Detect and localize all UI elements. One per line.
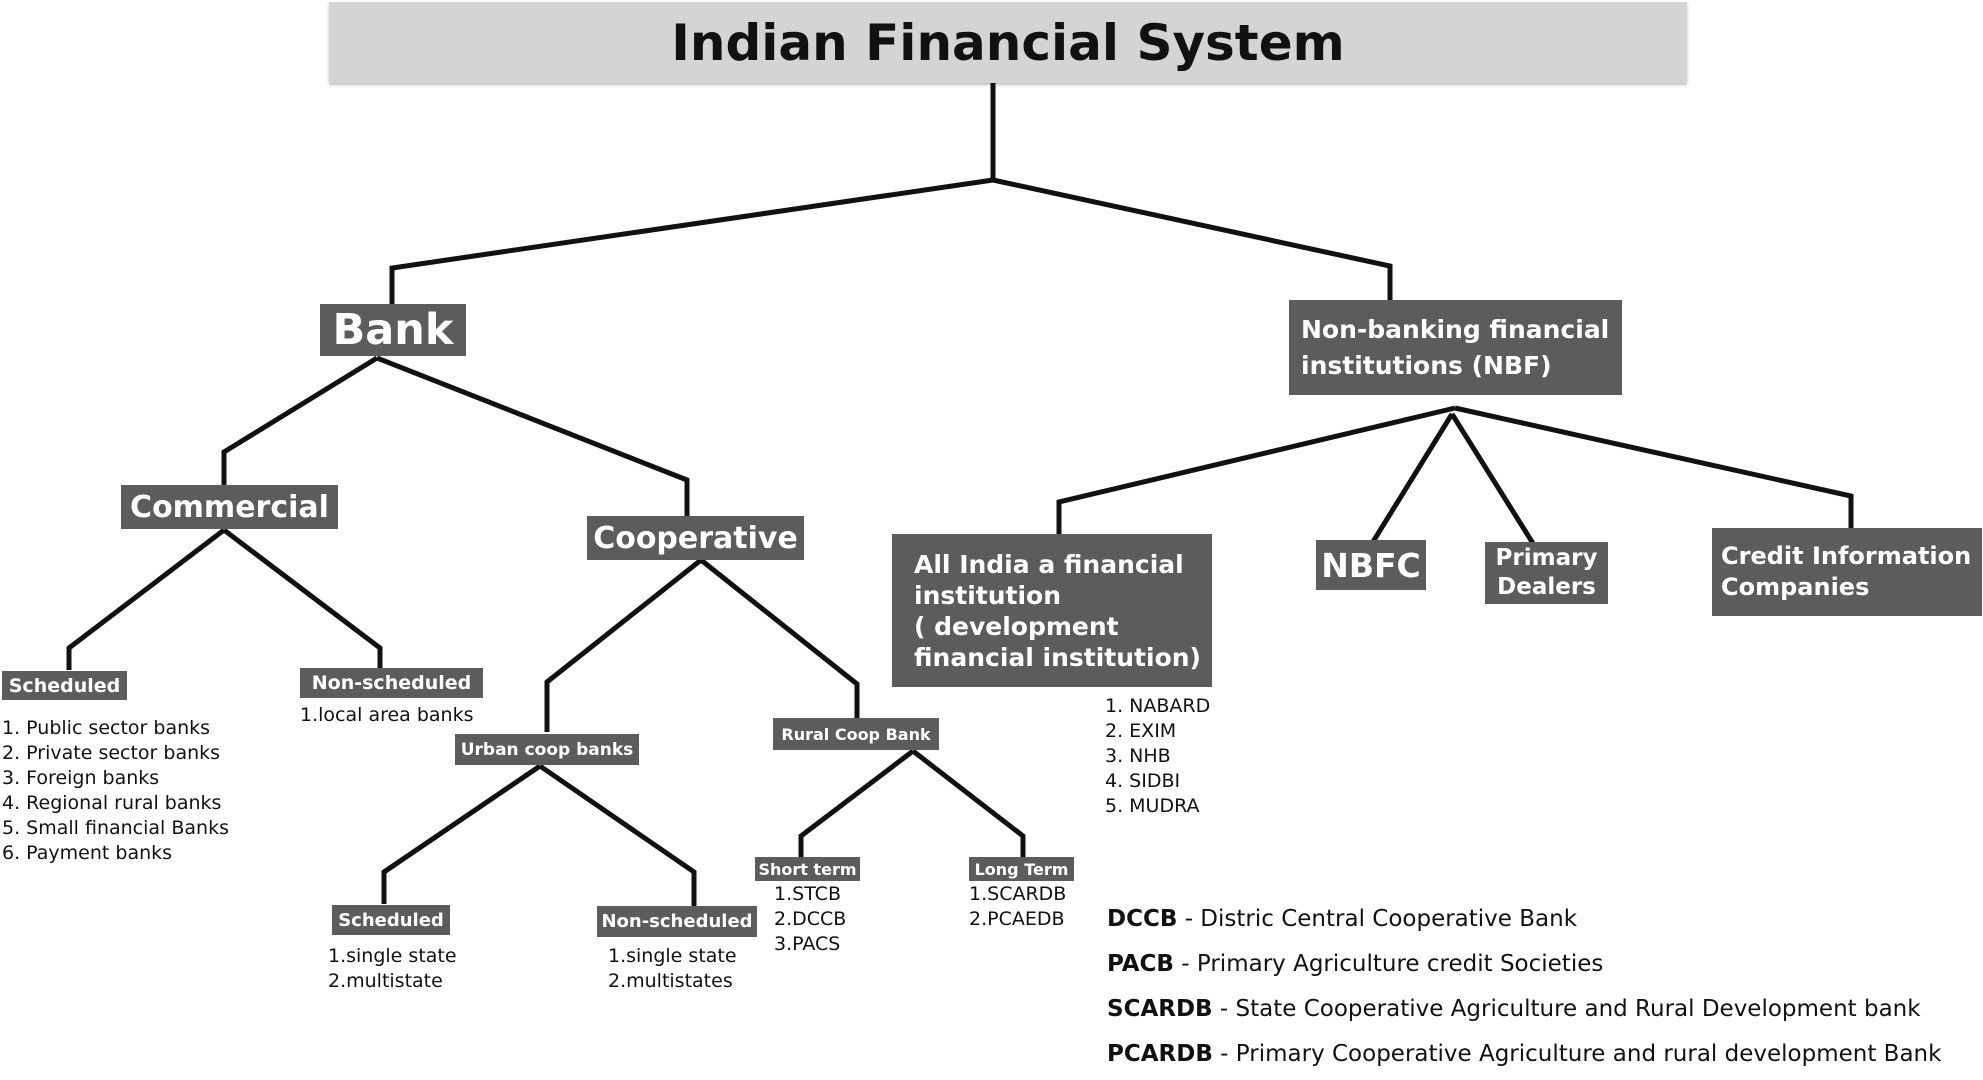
- connector-commercial-nonscheduled: [222, 528, 383, 668]
- connector-bank-commercial: [221, 355, 379, 485]
- node-urban-non-scheduled: Non-scheduled: [597, 906, 757, 937]
- node-nbf-line1: Non-banking financial: [1301, 314, 1610, 344]
- list-non-scheduled: 1.local area banks: [300, 703, 474, 728]
- node-aifi-line4: financial institution): [914, 642, 1201, 672]
- legend-abbr: DCCB: [1107, 906, 1178, 932]
- legend-row: DCCB - Distric Central Cooperative Bank: [1107, 900, 1941, 945]
- connector-bank-cooperative: [376, 355, 690, 516]
- list-item: 5. MUDRA: [1105, 795, 1200, 817]
- legend-row: PACB - Primary Agriculture credit Societ…: [1107, 945, 1941, 990]
- list-item: 4. SIDBI: [1105, 770, 1181, 792]
- list-item: 3. Foreign banks: [2, 767, 160, 789]
- list-item: 2.multistates: [608, 970, 733, 992]
- list-item: 2.PCAEDB: [969, 908, 1065, 930]
- node-rural-coop: Rural Coop Bank: [773, 718, 939, 750]
- list-item: 1.local area banks: [300, 704, 474, 726]
- connector-nbf-dealers: [1449, 412, 1537, 547]
- connector-root-bank: [389, 177, 994, 304]
- node-urban-scheduled: Scheduled: [332, 905, 450, 935]
- connector-coop-rural: [699, 558, 860, 718]
- list-item: 1. NABARD: [1105, 695, 1211, 717]
- list-urban-scheduled: 1.single state 2.multistate: [328, 944, 457, 994]
- list-item: 3.PACS: [774, 933, 841, 955]
- connector-nbf-aifi: [1056, 405, 1456, 534]
- page-title: Indian Financial System: [329, 2, 1687, 83]
- abbreviation-legend: DCCB - Distric Central Cooperative Bank …: [1107, 900, 1941, 1080]
- connector-rural-short: [798, 749, 915, 857]
- node-aifi: All India a financial institution ( deve…: [892, 534, 1212, 687]
- connector-rural-long: [911, 749, 1026, 857]
- legend-abbr: SCARDB: [1107, 996, 1213, 1022]
- list-scheduled: 1. Public sector banks 2. Private sector…: [2, 716, 229, 866]
- node-non-scheduled: Non-scheduled: [300, 668, 483, 698]
- connector-nbf-credit: [1454, 405, 1854, 528]
- node-credit-information: Credit Information Companies: [1712, 528, 1982, 616]
- list-long-term: 1.SCARDB 2.PCAEDB: [969, 882, 1066, 932]
- node-nbf-line2: institutions (NBF): [1301, 350, 1552, 380]
- legend-row: SCARDB - State Cooperative Agriculture a…: [1107, 990, 1941, 1035]
- list-item: 3. NHB: [1105, 745, 1171, 767]
- connector-commercial-scheduled: [66, 528, 226, 670]
- list-short-term: 1.STCB 2.DCCB 3.PACS: [774, 882, 846, 957]
- list-item: 6. Payment banks: [2, 842, 173, 864]
- node-bank: Bank: [320, 304, 466, 356]
- legend-text: - Primary Cooperative Agriculture and ru…: [1212, 1041, 1942, 1067]
- list-item: 2.multistate: [328, 970, 443, 992]
- legend-text: - Primary Agriculture credit Societies: [1173, 951, 1604, 977]
- connector-urban-nonscheduled: [538, 763, 697, 906]
- node-primary-dealers-line2: Dealers: [1497, 574, 1596, 600]
- list-item: 1.STCB: [774, 883, 841, 905]
- node-short-term: Short term: [755, 857, 860, 881]
- node-scheduled: Scheduled: [2, 671, 127, 700]
- legend-abbr: PCARDB: [1107, 1041, 1213, 1067]
- node-aifi-line3: ( development: [914, 611, 1119, 641]
- list-item: 2.DCCB: [774, 908, 847, 930]
- connector-coop-urban: [544, 558, 703, 732]
- list-item: 1.single state: [328, 945, 457, 967]
- node-primary-dealers-line1: Primary: [1495, 545, 1598, 571]
- legend-text: - State Cooperative Agriculture and Rura…: [1212, 996, 1921, 1022]
- node-aifi-line2: institution: [914, 580, 1062, 610]
- list-urban-non-scheduled: 1.single state 2.multistates: [608, 944, 737, 994]
- list-item: 5. Small financial Banks: [2, 817, 229, 839]
- list-item: 1. Public sector banks: [2, 717, 211, 739]
- list-aifi: 1. NABARD 2. EXIM 3. NHB 4. SIDBI 5. MUD…: [1105, 694, 1210, 819]
- connector-root-nbf: [992, 177, 1393, 300]
- list-item: 4. Regional rural banks: [2, 792, 222, 814]
- node-long-term: Long Term: [969, 857, 1074, 881]
- node-urban-coop: Urban coop banks: [455, 734, 639, 765]
- list-item: 2. EXIM: [1105, 720, 1177, 742]
- node-cooperative: Cooperative: [587, 516, 804, 560]
- node-aifi-line1: All India a financial: [914, 549, 1184, 579]
- node-primary-dealers: Primary Dealers: [1485, 542, 1608, 604]
- node-nbfc: NBFC: [1316, 540, 1426, 590]
- node-commercial: Commercial: [121, 485, 338, 529]
- list-item: 1.SCARDB: [969, 883, 1067, 905]
- node-credit-information-line2: Companies: [1721, 573, 1870, 601]
- legend-abbr: PACB: [1107, 951, 1174, 977]
- legend-row: PCARDB - Primary Cooperative Agriculture…: [1107, 1035, 1941, 1080]
- legend-text: - Distric Central Cooperative Bank: [1177, 906, 1578, 932]
- node-credit-information-line1: Credit Information: [1721, 542, 1972, 570]
- connector-nbf-nbfc: [1368, 412, 1455, 547]
- list-item: 2. Private sector banks: [2, 742, 221, 764]
- node-nbf: Non-banking financial institutions (NBF): [1289, 300, 1622, 395]
- connector-urban-scheduled: [381, 763, 542, 904]
- list-item: 1.single state: [608, 945, 737, 967]
